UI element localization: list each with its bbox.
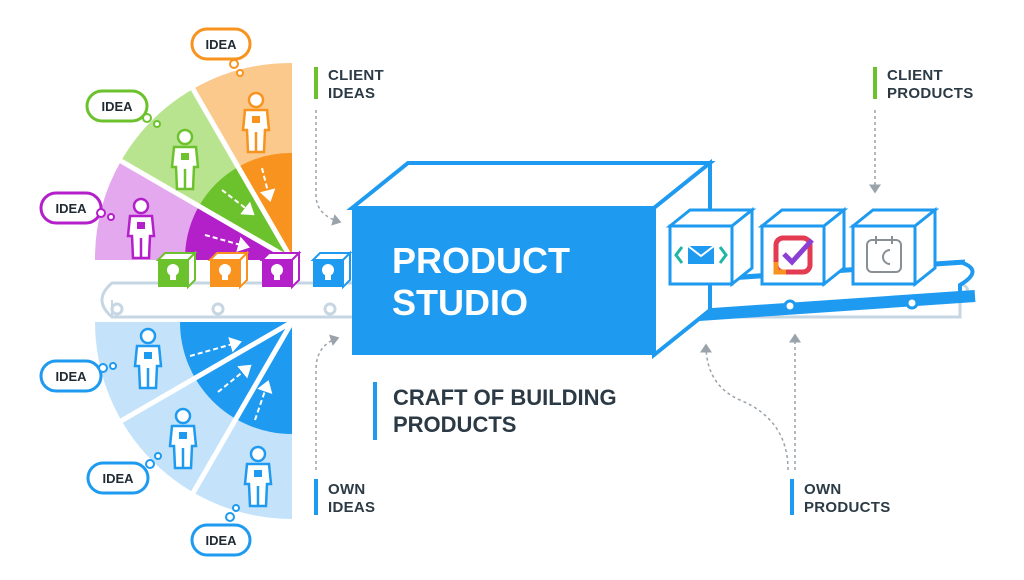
idea-bubble: IDEA bbox=[190, 27, 252, 77]
own-products-line2: PRODUCTS bbox=[804, 499, 891, 516]
idea-box bbox=[259, 250, 302, 290]
craft-line2: PRODUCTS bbox=[393, 412, 516, 437]
people-group bbox=[126, 91, 273, 508]
idea-boxes bbox=[155, 250, 353, 290]
client-ideas-line1: CLIENT bbox=[328, 67, 384, 84]
belt-roller bbox=[323, 302, 337, 316]
product-cube bbox=[757, 206, 849, 288]
idea-bubble-text: IDEA bbox=[205, 533, 237, 548]
studio-title-line2: STUDIO bbox=[392, 282, 528, 323]
person-icon bbox=[168, 407, 198, 470]
product-studio-box: PRODUCT STUDIO bbox=[346, 158, 716, 360]
person-icon bbox=[241, 91, 271, 154]
client-products-label: CLIENT PRODUCTS bbox=[869, 67, 974, 194]
belt-roller bbox=[211, 302, 225, 316]
craft-line1: CRAFT OF BUILDING bbox=[393, 385, 617, 410]
envelope-code-icon bbox=[674, 245, 728, 264]
lightbulb-icon bbox=[167, 264, 179, 280]
idea-bubble: IDEA bbox=[86, 452, 162, 495]
idea-bubble-text: IDEA bbox=[55, 201, 87, 216]
calendar-icon bbox=[866, 236, 902, 273]
idea-bubble: IDEA bbox=[39, 191, 115, 225]
lightbulb-icon bbox=[322, 264, 334, 280]
idea-bubble: IDEA bbox=[190, 504, 252, 557]
belt-roller bbox=[110, 302, 124, 316]
client-products-line2: PRODUCTS bbox=[887, 85, 974, 102]
own-products-line1: OWN bbox=[804, 481, 842, 498]
own-ideas-line2: IDEAS bbox=[328, 499, 375, 516]
client-ideas-line2: IDEAS bbox=[328, 85, 375, 102]
product-cube bbox=[848, 206, 940, 288]
client-ideas-label: CLIENT IDEAS bbox=[314, 67, 384, 226]
person-icon bbox=[170, 128, 200, 191]
idea-bubble: IDEA bbox=[39, 359, 117, 393]
product-cube bbox=[665, 206, 757, 288]
studio-title-line1: PRODUCT bbox=[392, 240, 570, 281]
client-products-line1: CLIENT bbox=[887, 67, 943, 84]
idea-bubble-text: IDEA bbox=[55, 369, 87, 384]
belt-roller bbox=[783, 299, 797, 313]
lightbulb-icon bbox=[271, 264, 283, 280]
idea-bubble-text: IDEA bbox=[102, 471, 134, 486]
idea-bubble-text: IDEA bbox=[205, 37, 237, 52]
person-icon bbox=[133, 327, 163, 390]
craft-label: CRAFT OF BUILDING PRODUCTS bbox=[373, 382, 617, 440]
person-icon bbox=[126, 197, 156, 260]
idea-box bbox=[207, 250, 250, 290]
own-ideas-line1: OWN bbox=[328, 481, 366, 498]
person-icon bbox=[243, 445, 273, 508]
lightbulb-icon bbox=[219, 264, 231, 280]
idea-box bbox=[155, 250, 198, 290]
idea-box bbox=[310, 250, 353, 290]
own-products-label: OWN PRODUCTS bbox=[700, 333, 891, 516]
checkmark-icon bbox=[773, 235, 814, 275]
own-ideas-label: OWN IDEAS bbox=[314, 334, 375, 516]
idea-bubble-text: IDEA bbox=[101, 99, 133, 114]
idea-bubble: IDEA bbox=[85, 89, 161, 128]
belt-roller bbox=[905, 296, 919, 310]
